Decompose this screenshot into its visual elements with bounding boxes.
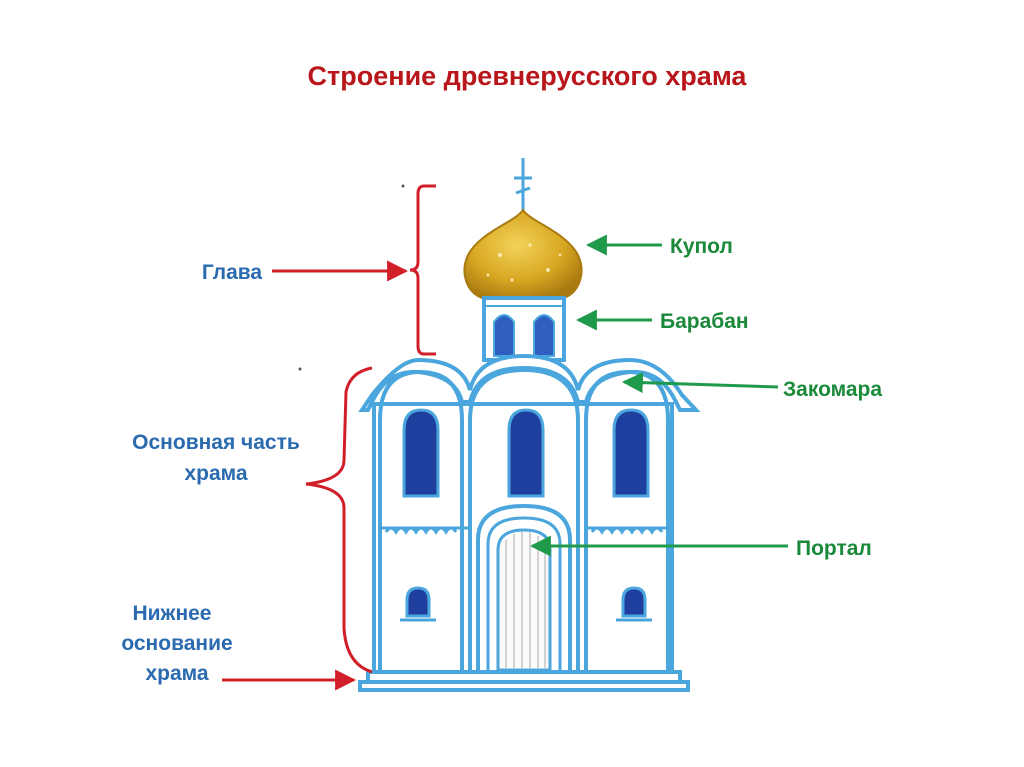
cross: [514, 158, 532, 212]
label-baraban: Барабан: [660, 310, 749, 333]
arcature-belt: [380, 526, 668, 535]
label-kupol: Купол: [670, 235, 733, 258]
church: [358, 158, 701, 692]
label-base-line2: основание: [121, 632, 232, 655]
upper-windows: [402, 408, 650, 498]
facade-arches: [378, 367, 670, 672]
lower-windows: [400, 586, 652, 622]
label-main-part-line2: храма: [184, 462, 247, 485]
dome-sparkles: [486, 243, 562, 282]
portal: [476, 503, 572, 672]
plinth: [358, 670, 690, 692]
drum-window-left: [493, 314, 515, 357]
stray-dot: [401, 184, 405, 188]
label-base-line3: храма: [145, 662, 208, 685]
diagram-title: Строение древнерусского храма: [308, 61, 748, 91]
drum-window-right: [533, 314, 555, 357]
stray-dot: [298, 367, 302, 371]
arrow-zakomara: [621, 372, 779, 394]
label-portal: Портал: [796, 537, 872, 560]
bracket-glava: [409, 184, 436, 356]
label-main-part-line1: Основная часть: [132, 431, 300, 454]
label-zakomara: Закомара: [783, 378, 882, 401]
bracket-main-part: [305, 366, 373, 674]
label-base-line1: Нижнее: [132, 602, 211, 625]
dome: [463, 208, 583, 299]
label-glava: Глава: [202, 261, 263, 284]
